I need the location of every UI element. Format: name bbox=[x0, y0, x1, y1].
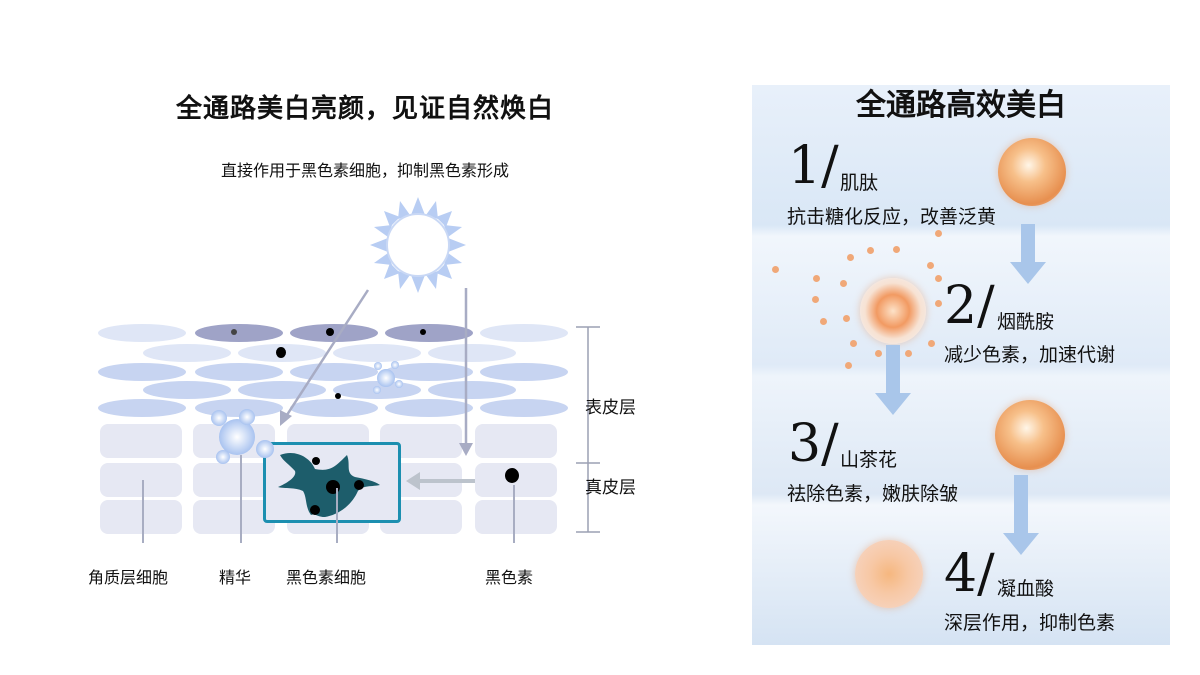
step-desc: 抗击糖化反应，改善泛黄 bbox=[787, 206, 997, 228]
essence-molecule-icon bbox=[211, 409, 274, 464]
step-name: 山茶花 bbox=[840, 449, 898, 471]
small-molecule-icon bbox=[373, 361, 403, 394]
step-desc: 深层作用，抑制色素 bbox=[944, 612, 1116, 634]
epidermis-label: 表皮层 bbox=[585, 398, 636, 418]
step-number: 3/ bbox=[788, 414, 839, 474]
left-subtitle: 直接作用于黑色素细胞，抑制黑色素形成 bbox=[220, 161, 509, 180]
left-title: 全通路美白亮颜，见证自然焕白 bbox=[175, 94, 554, 124]
dermis-label: 真皮层 bbox=[585, 478, 636, 498]
niacinamide-sphere bbox=[860, 278, 926, 344]
step-name: 肌肽 bbox=[840, 172, 879, 194]
flow-arrow-3 bbox=[1003, 475, 1039, 555]
step-desc: 祛除色素，嫩肤除皱 bbox=[787, 483, 959, 505]
arrows bbox=[280, 288, 600, 533]
step-number: 2/ bbox=[944, 276, 995, 336]
step-desc: 减少色素，加速代谢 bbox=[944, 344, 1116, 366]
label-essence: 精华 bbox=[219, 568, 252, 587]
melanocyte-cell bbox=[278, 452, 380, 517]
flow-arrow-2 bbox=[875, 345, 911, 415]
label-melanocyte: 黑色素细胞 bbox=[286, 568, 367, 587]
peptide-sphere bbox=[998, 138, 1066, 206]
step-name: 烟酰胺 bbox=[997, 311, 1055, 333]
camellia-sphere bbox=[995, 400, 1065, 470]
step-number: 4/ bbox=[944, 544, 995, 604]
right-panel bbox=[752, 85, 1170, 645]
step-number: 1/ bbox=[788, 136, 839, 196]
flow-arrow-1 bbox=[1010, 224, 1046, 284]
label-keratinocyte: 角质层细胞 bbox=[88, 568, 169, 587]
step-name: 凝血酸 bbox=[997, 578, 1055, 600]
tranexamic-sphere bbox=[855, 540, 923, 608]
right-title: 全通路高效美白 bbox=[856, 88, 1066, 123]
sun-icon bbox=[370, 197, 466, 293]
label-melanin: 黑色素 bbox=[485, 568, 534, 587]
